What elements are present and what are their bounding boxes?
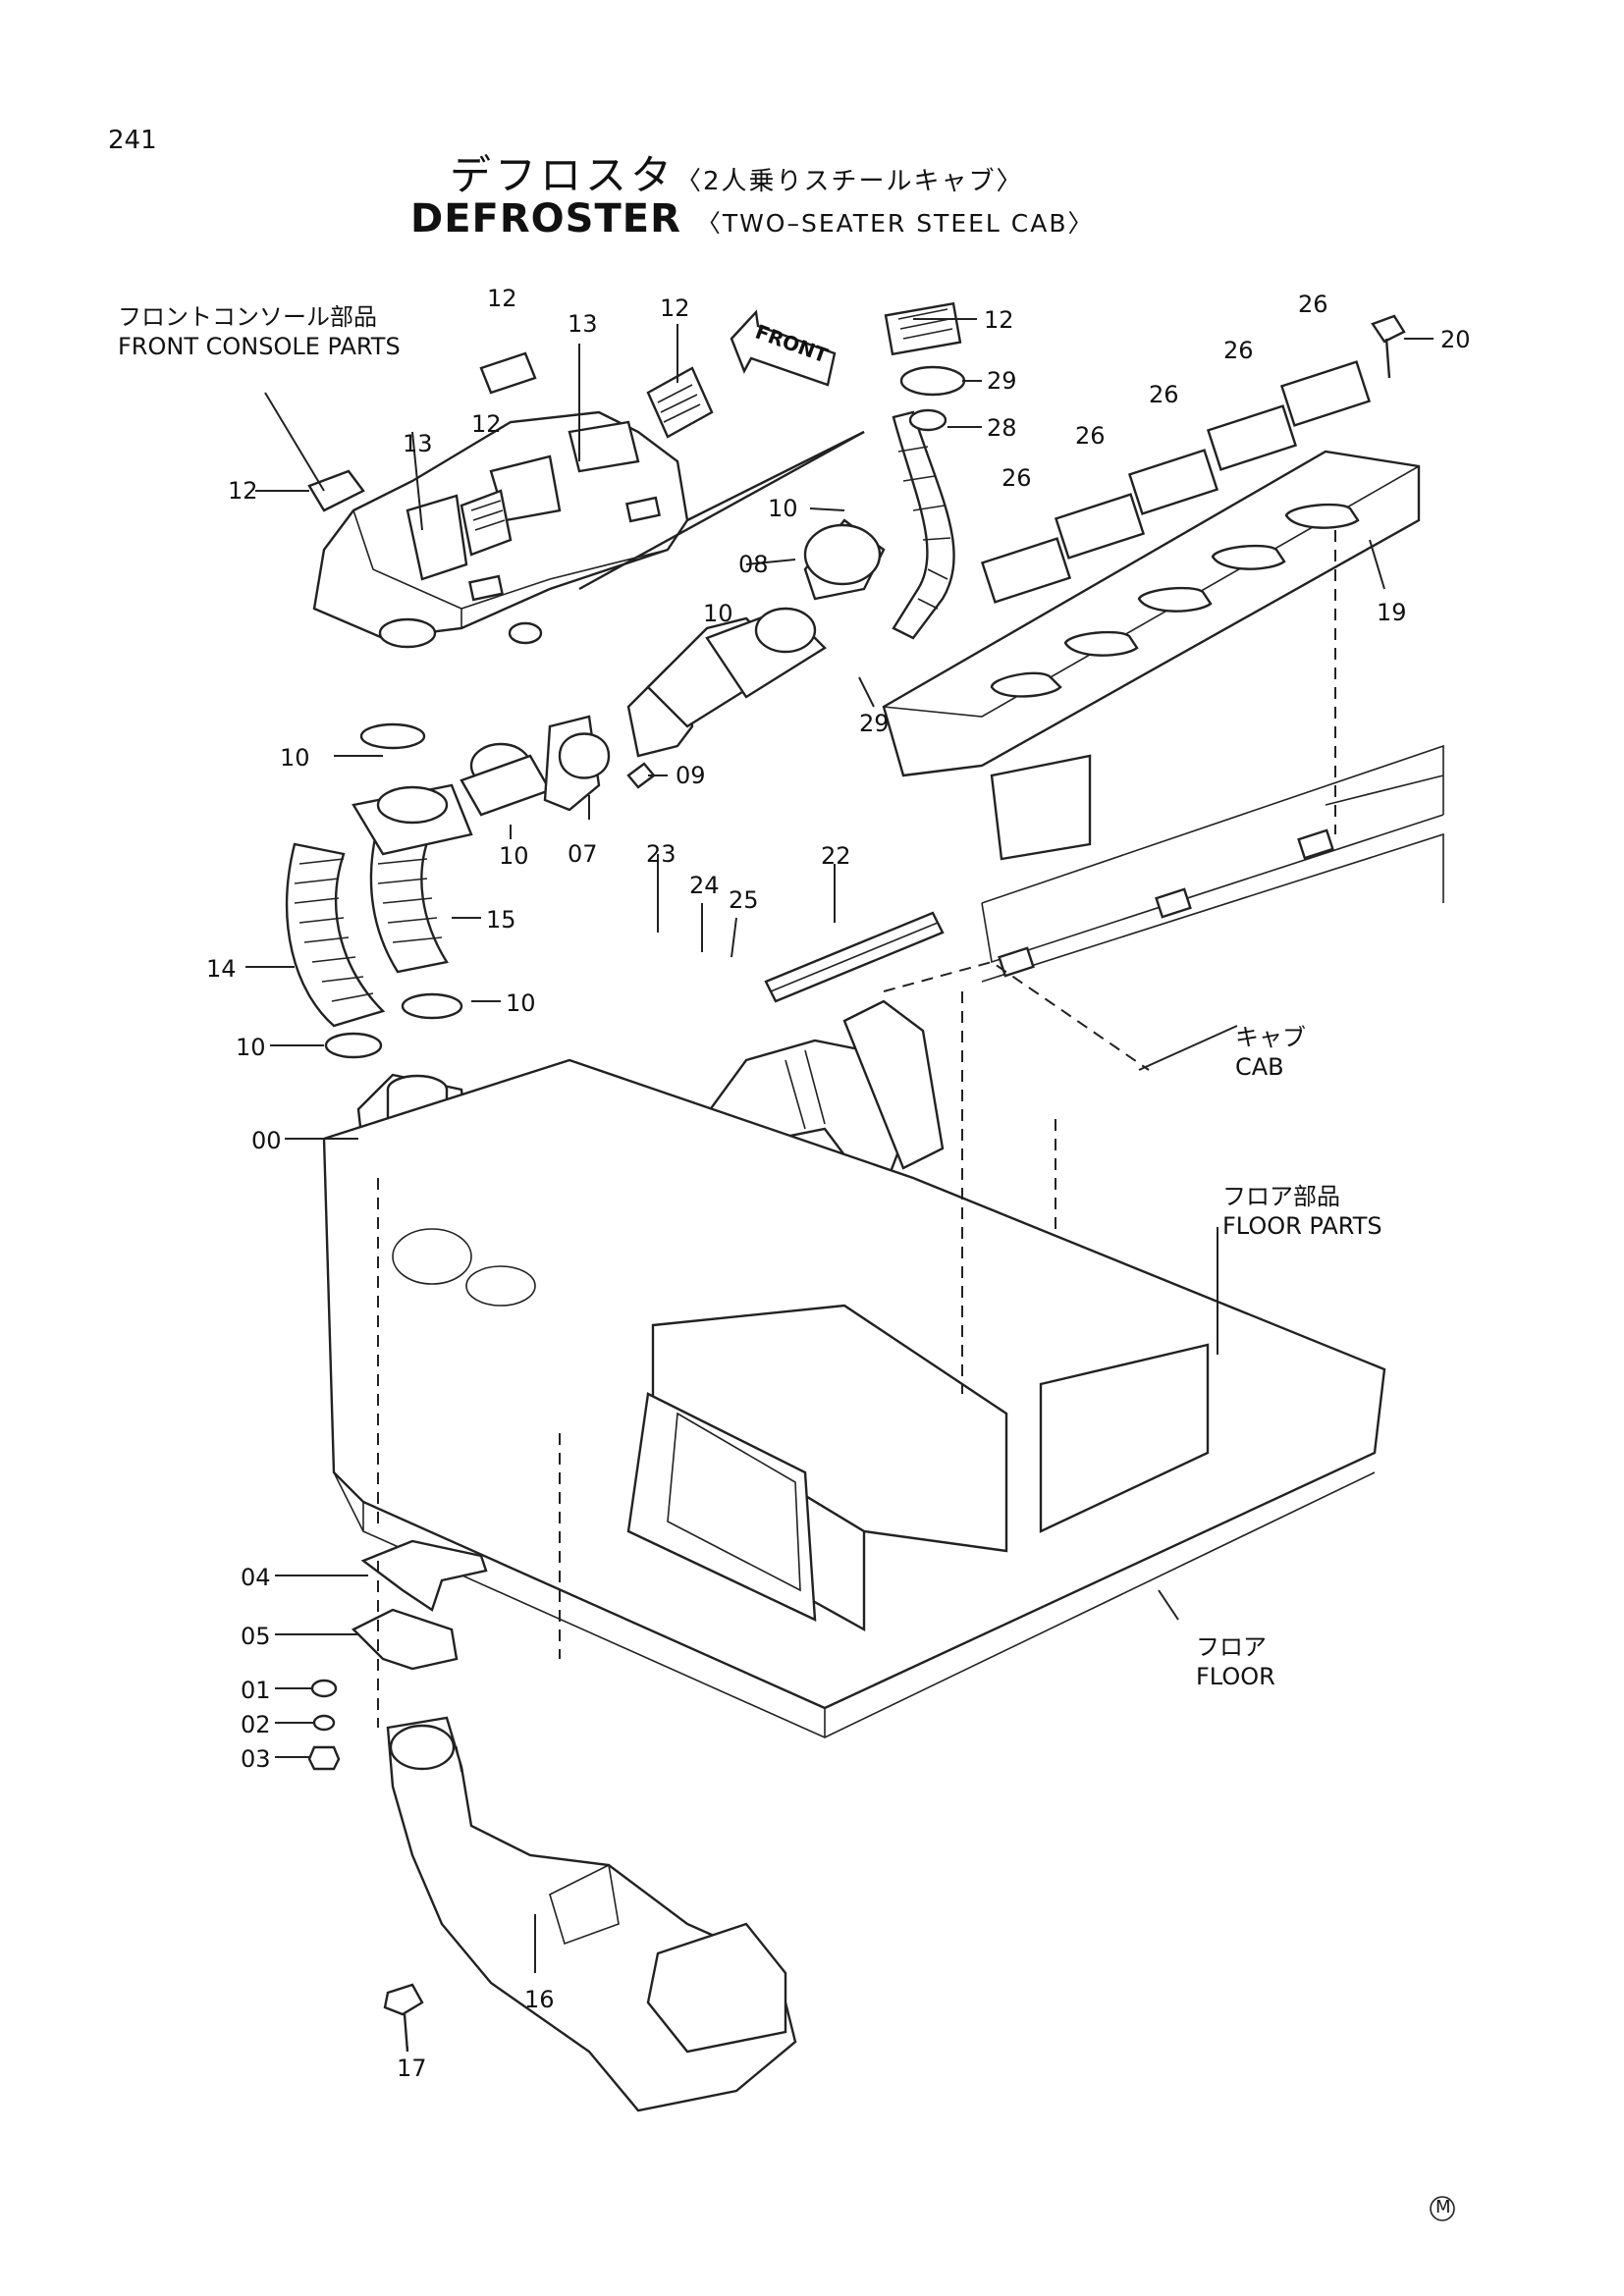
callout-29: 29 (987, 367, 1017, 395)
callout-09: 09 (676, 762, 706, 789)
defroster-hose (884, 301, 966, 640)
cab-frame (981, 744, 1444, 983)
console-grilles (307, 351, 714, 557)
title-en-sub: 〈TWO–SEATER STEEL CAB〉 (695, 209, 1095, 238)
title-ja-main: デフロスタ (450, 151, 677, 199)
floor-plate (322, 1058, 1386, 1738)
callout-29: 29 (859, 710, 890, 737)
title-japanese: デフロスタ〈2人乗りスチールキャブ〉 (450, 142, 1024, 202)
callout-25: 25 (729, 886, 759, 914)
callout-10: 10 (506, 989, 536, 1017)
callout-22: 22 (821, 842, 851, 870)
page-number: 241 (108, 126, 157, 155)
plate-and-hardware (307, 1539, 488, 1771)
callout-20: 20 (1440, 326, 1471, 353)
callout-24: 24 (689, 872, 720, 899)
callout-19: 19 (1377, 599, 1407, 626)
callout-10: 10 (499, 842, 529, 870)
cab-label-en: CAB (1235, 1053, 1284, 1081)
strip-22 (764, 911, 945, 1003)
callout-12: 12 (660, 294, 690, 322)
callout-14: 14 (206, 955, 237, 983)
front-direction-arrow (730, 309, 837, 387)
callout-16: 16 (524, 1986, 555, 2013)
title-ja-sub: 〈2人乗りスチールキャブ〉 (676, 167, 1024, 196)
front-console-label: フロントコンソール部品 FRONT CONSOLE PARTS (118, 302, 401, 361)
callout-12: 12 (487, 285, 517, 312)
callout-04: 04 (241, 1564, 271, 1591)
callout-26: 26 (1075, 422, 1106, 450)
duct-19 (882, 450, 1421, 861)
callout-17: 17 (397, 2055, 427, 2082)
duct-and-hoses (285, 518, 886, 1059)
callout-00: 00 (251, 1127, 282, 1154)
callout-07: 07 (568, 840, 598, 868)
floor-label: フロア FLOOR (1196, 1632, 1275, 1691)
floor-label-en: FLOOR (1196, 1663, 1275, 1690)
bottom-duct-16 (386, 1716, 797, 2112)
callout-01: 01 (241, 1677, 271, 1704)
vent-grilles-26 (980, 360, 1372, 604)
floor-label-ja: フロア (1196, 1633, 1267, 1661)
manufacturer-mark: M (1435, 2197, 1451, 2217)
floor-parts-label: フロア部品 FLOOR PARTS (1222, 1182, 1382, 1241)
callout-02: 02 (241, 1711, 271, 1738)
floor-parts-label-en: FLOOR PARTS (1222, 1212, 1382, 1240)
assembly-guide-lines (377, 530, 1336, 1728)
callout-12: 12 (984, 306, 1014, 334)
front-console-label-en: FRONT CONSOLE PARTS (118, 333, 401, 360)
callout-12: 12 (228, 477, 258, 505)
cab-label-ja: キャブ (1235, 1024, 1306, 1051)
callout-08: 08 (738, 551, 769, 578)
title-english: DEFROSTER 〈TWO–SEATER STEEL CAB〉 (410, 196, 1095, 241)
floor-parts-label-ja: フロア部品 (1222, 1183, 1340, 1210)
leader-lines (245, 318, 1434, 2052)
callout-28: 28 (987, 414, 1017, 442)
bolt-17 (383, 1983, 424, 2053)
callout-13: 13 (568, 310, 598, 338)
callout-26: 26 (1149, 381, 1179, 408)
front-console-label-ja: フロントコンソール部品 (118, 303, 377, 331)
callout-10: 10 (768, 495, 798, 522)
callout-13: 13 (403, 430, 433, 457)
title-en-main: DEFROSTER (410, 196, 681, 241)
callout-26: 26 (1001, 464, 1032, 492)
callout-03: 03 (241, 1745, 271, 1773)
callout-26: 26 (1298, 291, 1328, 318)
bolt-20 (1371, 314, 1406, 379)
callout-26: 26 (1223, 337, 1254, 364)
callout-10: 10 (280, 744, 310, 772)
cab-label: キャブ CAB (1235, 1023, 1306, 1082)
callout-12: 12 (471, 410, 502, 438)
callout-15: 15 (486, 906, 516, 934)
callout-05: 05 (241, 1623, 271, 1650)
callout-10: 10 (703, 600, 733, 627)
manufacturer-mark-circle (1430, 2196, 1455, 2221)
callout-23: 23 (646, 840, 677, 868)
callout-10: 10 (236, 1034, 266, 1061)
